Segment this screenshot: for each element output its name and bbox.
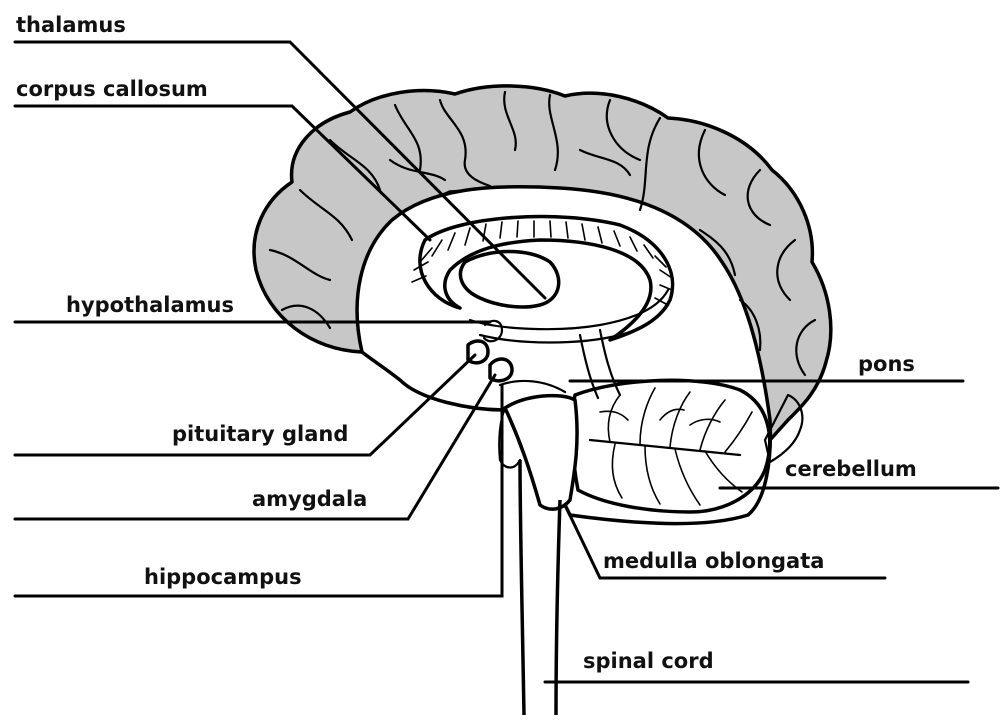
label-pituitary-gland: pituitary gland bbox=[172, 422, 348, 446]
label-thalamus: thalamus bbox=[16, 13, 126, 37]
label-spinal-cord: spinal cord bbox=[583, 649, 714, 673]
label-corpus-callosum: corpus callosum bbox=[16, 77, 208, 101]
label-hypothalamus: hypothalamus bbox=[66, 293, 234, 317]
pons-shape bbox=[505, 396, 577, 510]
brainstem bbox=[499, 396, 577, 715]
cerebellum-outline bbox=[572, 380, 770, 512]
label-amygdala: amygdala bbox=[252, 487, 367, 511]
label-medulla-oblongata: medulla oblongata bbox=[603, 549, 824, 573]
label-cerebellum: cerebellum bbox=[785, 457, 917, 481]
label-hippocampus: hippocampus bbox=[144, 565, 302, 589]
label-pons: pons bbox=[858, 352, 915, 376]
